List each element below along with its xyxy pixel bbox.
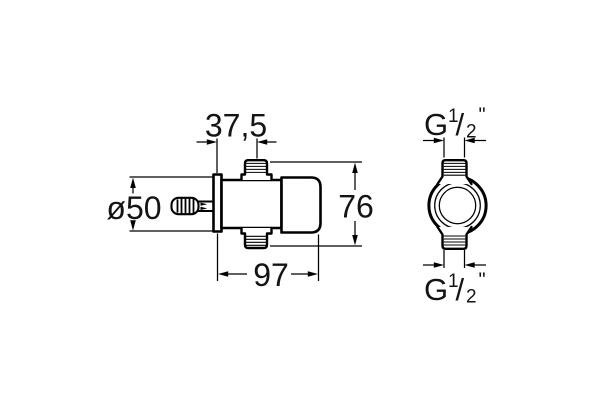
valve-cap	[280, 176, 322, 234]
arrow-left-icon	[218, 271, 229, 277]
thread-size-bottom-label: G 1 / 2 "	[424, 270, 486, 308]
thread-hatch-bottom-side	[245, 235, 267, 246]
dimension-thread-top: G 1 / 2 "	[423, 105, 486, 158]
thread-hatch-bottom-front	[443, 235, 466, 246]
thread-hatch-top-side	[245, 162, 267, 173]
valve-face-outer-circle	[427, 175, 488, 236]
push-button-stem	[196, 200, 216, 213]
valve-face-inner-circle	[438, 186, 477, 225]
dimension-length-97: 97	[216, 233, 320, 293]
arrow-left-icon	[257, 139, 268, 145]
arrow-right-icon	[433, 262, 444, 268]
ext-lines-diameter	[129, 176, 213, 232]
thread-stub-bottom-front-fill	[437, 227, 472, 249]
ext-lines-depth	[216, 138, 258, 173]
thread-stub-top-side	[240, 159, 273, 182]
dim-diameter-label: ø50	[106, 190, 161, 226]
push-button-ribs	[176, 198, 195, 214]
arrow-down-icon	[352, 235, 358, 246]
dim-height-label: 76	[338, 189, 374, 225]
arrow-left-icon	[464, 262, 475, 268]
thread-hatch-top-front	[443, 162, 466, 176]
arrow-up-icon	[130, 177, 136, 188]
ext-lines-height	[270, 161, 362, 247]
thread-size-top-label: G 1 / 2 "	[424, 105, 486, 143]
arrow-up-icon	[352, 162, 358, 173]
ext-lines-thread-top	[443, 137, 466, 158]
dimension-diameter-50: ø50	[106, 176, 213, 232]
ext-lines-length	[216, 233, 320, 281]
thread-stub-bottom-side	[240, 226, 273, 250]
dim-length-label: 97	[253, 257, 289, 293]
dimension-depth-37-5: 37,5	[196, 108, 277, 173]
arrow-down-icon	[130, 220, 136, 231]
arrow-left-icon	[464, 137, 475, 144]
arrow-right-icon	[307, 271, 318, 277]
side-view: ø50 37,5 76 97	[106, 108, 373, 294]
stem-mark-bottom-icon	[200, 206, 208, 210]
dimension-thread-bottom: G 1 / 2 "	[423, 250, 486, 308]
ext-lines-thread-bottom	[443, 250, 466, 268]
thread-stub-bottom-front	[436, 225, 473, 250]
dimension-height-76: 76	[270, 161, 374, 247]
front-view: G 1 / 2 " G 1 / 2 "	[423, 105, 488, 308]
stem-mark-top-icon	[200, 202, 208, 206]
thread-stub-top-front	[436, 159, 473, 186]
arrow-right-icon	[206, 139, 217, 145]
arrow-right-icon	[433, 137, 444, 144]
dim-depth-label: 37,5	[205, 108, 267, 144]
valve-body	[220, 178, 283, 230]
